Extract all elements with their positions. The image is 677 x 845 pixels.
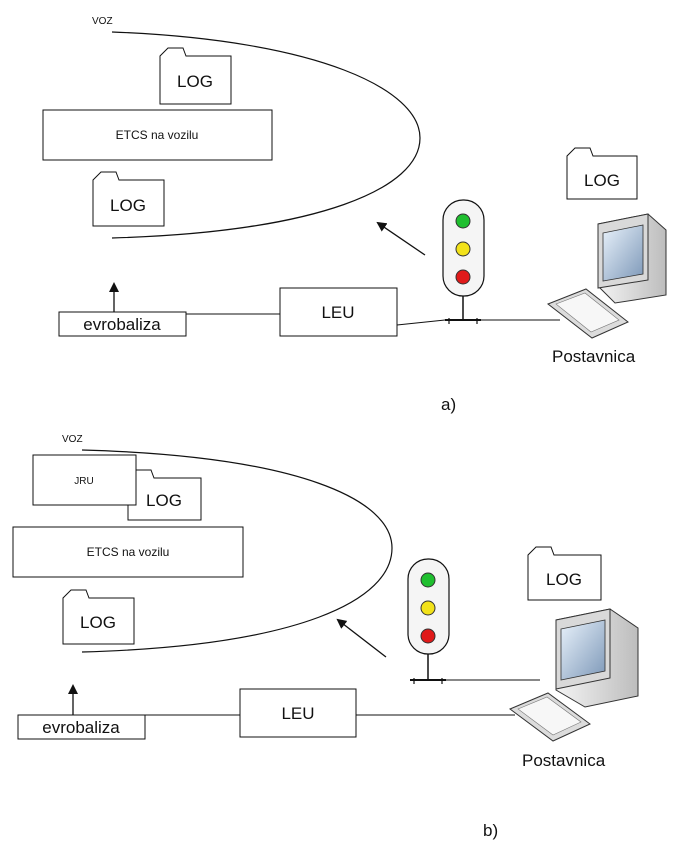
log-label: LOG: [584, 171, 620, 190]
signal-to-train-arrow: [376, 221, 426, 256]
yellow-light-icon: [420, 600, 436, 616]
etcs-onboard-label: ETCS na vozilu: [87, 545, 170, 559]
yellow-light-icon: [455, 241, 471, 257]
train-label: VOZ: [92, 16, 113, 27]
train-boundary-curve: [81, 449, 393, 653]
log-file-bottom: LOG: [92, 171, 165, 227]
postavnica-label: Postavnica: [522, 751, 606, 770]
panel-b: VOZ LOG JRU ETCS na vozilu LOG evrobaliz…: [12, 434, 639, 840]
etcs-onboard-label: ETCS na vozilu: [116, 128, 199, 142]
log-file-station: LOG: [527, 546, 602, 601]
jru-box: JRU: [32, 454, 137, 506]
log-file-top: LOG: [159, 47, 232, 105]
evrobaliza-label: evrobaliza: [83, 315, 161, 334]
log-label: LOG: [146, 491, 182, 510]
evrobaliza-box: evrobaliza: [58, 311, 187, 337]
computer-icon: [508, 608, 639, 742]
log-label: LOG: [177, 72, 213, 91]
red-light-icon: [455, 269, 471, 285]
panel-caption: b): [483, 821, 498, 840]
etcs-onboard-box: ETCS na vozilu: [12, 526, 244, 578]
log-label: LOG: [546, 570, 582, 589]
log-file-station: LOG: [566, 147, 638, 200]
leu-box: LEU: [279, 287, 398, 337]
green-light-icon: [420, 572, 436, 588]
signal-to-train-arrow: [336, 618, 387, 658]
red-light-icon: [420, 628, 436, 644]
leu-label: LEU: [321, 303, 354, 322]
log-file-top: LOG: [127, 469, 202, 521]
etcs-onboard-box: ETCS na vozilu: [42, 109, 273, 161]
log-label: LOG: [80, 613, 116, 632]
train-boundary-curve: [111, 31, 421, 239]
jru-label: JRU: [74, 476, 93, 487]
log-label: LOG: [110, 196, 146, 215]
postavnica-label: Postavnica: [552, 347, 636, 366]
railway-signal: [442, 199, 485, 324]
panel-a: VOZ LOG ETCS na vozilu LOG evrobaliza LE…: [42, 16, 667, 414]
train-label: VOZ: [62, 434, 83, 445]
panel-caption: a): [441, 395, 456, 414]
evrobaliza-label: evrobaliza: [42, 718, 120, 737]
computer-icon: [546, 213, 667, 339]
log-file-bottom: LOG: [62, 589, 135, 645]
evrobaliza-box: evrobaliza: [17, 714, 146, 740]
leu-label: LEU: [281, 704, 314, 723]
leu-box: LEU: [239, 688, 357, 738]
green-light-icon: [455, 213, 471, 229]
railway-signal: [407, 558, 450, 684]
